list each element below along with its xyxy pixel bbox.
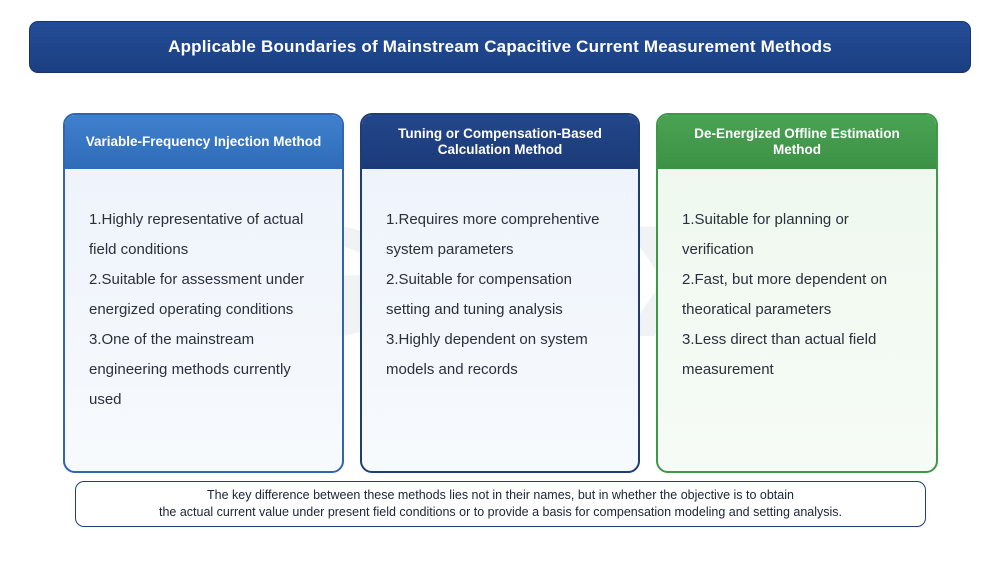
- card-point: 2.Suitable for compensation setting and …: [386, 271, 572, 318]
- method-card-de-energized-offline: De-Energized Offline Estimation Method 1…: [656, 113, 938, 473]
- card-point: 2.Fast, but more dependent on theoratica…: [682, 271, 888, 318]
- footer-note: The key difference between these methods…: [75, 481, 926, 527]
- method-card-variable-frequency: Variable-Frequency Injection Method 1.Hi…: [63, 113, 344, 473]
- card-body: 1.Suitable for planning or verification …: [658, 169, 936, 385]
- card-header: Tuning or Compensation-Based Calculation…: [362, 115, 638, 169]
- card-point: 1.Highly representative of actual field …: [89, 211, 304, 258]
- page-title: Applicable Boundaries of Mainstream Capa…: [29, 21, 971, 73]
- card-header: Variable-Frequency Injection Method: [65, 115, 342, 169]
- card-body: 1.Highly representative of actual field …: [65, 169, 342, 415]
- card-point: 3.Less direct than actual field measurem…: [682, 331, 877, 378]
- card-point: 1.Requires more comprehentive system par…: [386, 211, 600, 258]
- card-point: 3.Highly dependent on system models and …: [386, 331, 588, 378]
- card-point: 2.Suitable for assessment under energize…: [89, 271, 305, 318]
- card-header: De-Energized Offline Estimation Method: [658, 115, 936, 169]
- card-point: 3.One of the mainstream engineering meth…: [89, 331, 291, 408]
- footer-line-2: the actual current value under present f…: [158, 505, 843, 519]
- card-body: 1.Requires more comprehentive system par…: [362, 169, 638, 385]
- footer-line-1: The key difference between these methods…: [207, 488, 794, 502]
- method-card-tuning-compensation: Tuning or Compensation-Based Calculation…: [360, 113, 640, 473]
- card-point: 1.Suitable for planning or verification: [682, 211, 849, 258]
